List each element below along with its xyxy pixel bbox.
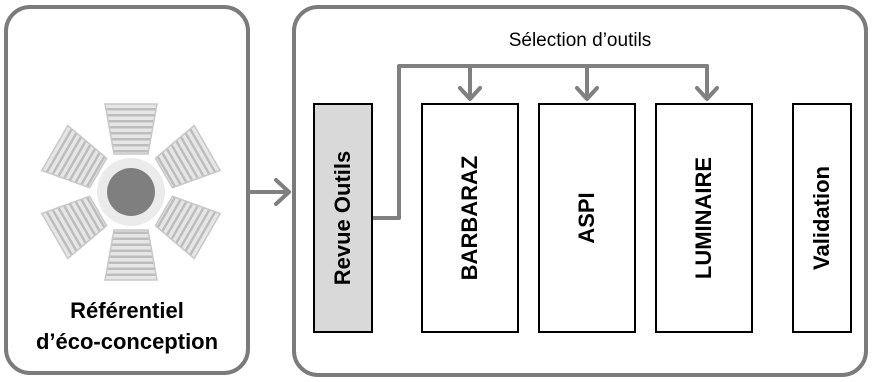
revue-outils-box: Revue Outils	[313, 103, 373, 333]
selection-label: Sélection d’outils	[508, 30, 652, 51]
eco-design-flower-icon	[40, 103, 222, 281]
tool-selection-connector	[372, 64, 719, 220]
aspi-label: ASPI	[574, 192, 599, 244]
luminaire-label: LUMINAIRE	[691, 156, 716, 280]
referentiel-title-line2: d’éco-conception	[35, 329, 219, 354]
revue-outils-label: Revue Outils	[330, 150, 355, 286]
barbaraz-label: BARBARAZ	[457, 155, 482, 281]
referentiel-title-line1: Référentiel	[70, 298, 184, 323]
validation-label: Validation	[809, 166, 834, 270]
validation-box: Validation	[792, 103, 852, 333]
luminaire-box: LUMINAIRE	[655, 103, 753, 333]
barbaraz-box: BARBARAZ	[421, 103, 519, 333]
flow-arrow	[248, 178, 291, 206]
aspi-box: ASPI	[538, 103, 636, 333]
